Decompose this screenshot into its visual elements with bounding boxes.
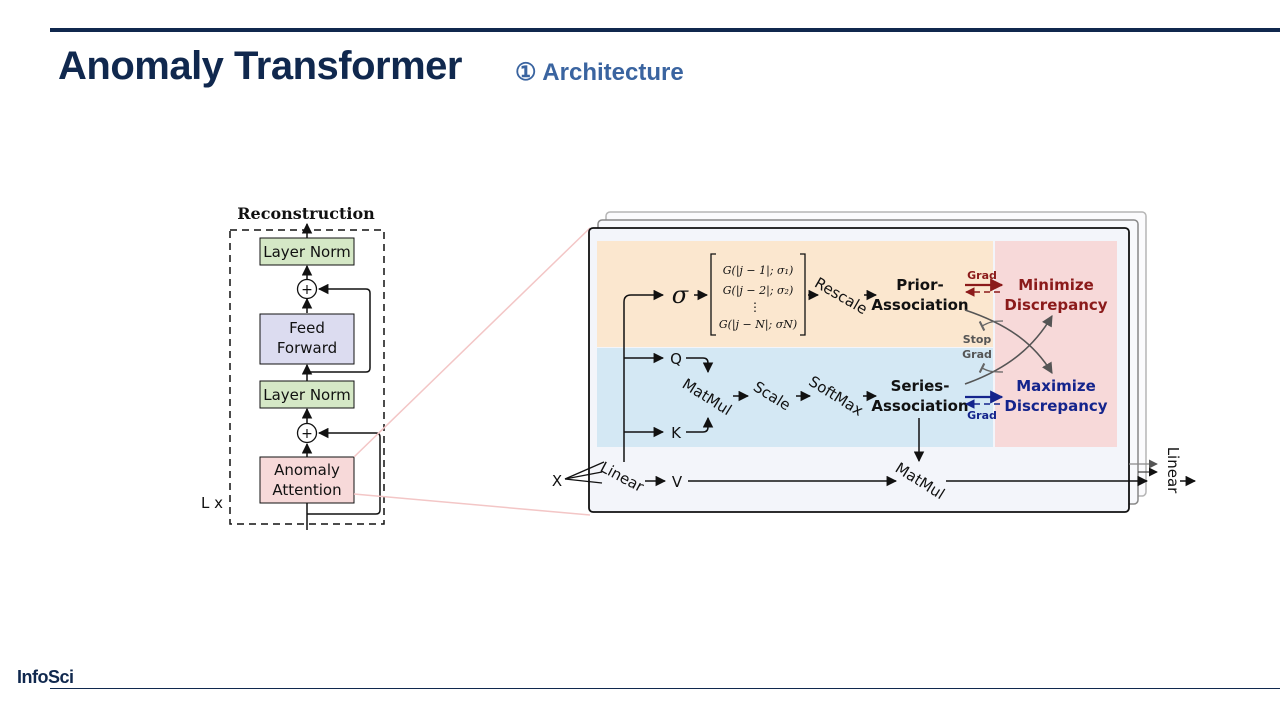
feed-forward-label-2: Forward (277, 339, 337, 357)
slide-title: Anomaly Transformer (58, 44, 462, 88)
attention-detail: X Linear σ G(|j − 1|; σ₁) G(|j − 2|; σ₂)… (552, 211, 1197, 513)
prior-association-label-2: Association (871, 296, 968, 314)
zoom-line-top (353, 227, 591, 458)
minimize-label-2: Discrepancy (1004, 296, 1107, 314)
layer-norm-top-label: Layer Norm (263, 243, 351, 261)
kernel-row-ellipsis: ⋮ (749, 300, 761, 314)
maximize-label-2: Discrepancy (1004, 397, 1107, 415)
stop-grad-tee-bottom (978, 362, 1004, 374)
kernel-left-bracket (710, 253, 716, 336)
q-label: Q (670, 350, 682, 368)
feed-forward-box (259, 313, 355, 365)
linear-out-label: Linear (1164, 447, 1182, 494)
slide-subtitle: ① Architecture (515, 59, 684, 86)
trunk-to-sigma (623, 289, 665, 462)
v-label: V (672, 473, 683, 491)
x-fan-line-3 (564, 478, 603, 484)
infosci-logo: InfoSci (17, 667, 74, 687)
series-to-minimize-curve (964, 315, 1053, 385)
anomaly-attention-label-2: Attention (272, 481, 341, 499)
maximize-label-1: Maximize (1016, 377, 1096, 395)
series-association-label-1: Series- (891, 377, 950, 395)
grad-bottom-label: Grad (967, 409, 997, 422)
stop-grad-label-1: Stop (963, 333, 992, 346)
footer-rule (50, 688, 1280, 689)
anomaly-attention-label-1: Anomaly (274, 461, 340, 479)
zoom-line-bottom (353, 493, 591, 516)
kernel-right-bracket (800, 253, 806, 336)
prior-association-label-1: Prior- (896, 276, 943, 294)
minimize-label-1: Minimize (1018, 276, 1094, 294)
add-symbol-top: + (301, 282, 313, 298)
kernel-row-2: G(|j − 2|; σ₂) (723, 284, 794, 298)
k-label: K (671, 424, 682, 442)
prior-band (597, 241, 993, 347)
layer-norm-bottom-label: Layer Norm (263, 386, 351, 404)
add-symbol-bottom: + (301, 426, 313, 442)
kernel-row-n: G(|j − N|; σN) (719, 318, 797, 332)
sigma-symbol: σ (672, 281, 689, 309)
kernel-row-1: G(|j − 1|; σ₁) (723, 264, 794, 278)
x-fan-line-1 (564, 461, 605, 480)
repeat-label: L x (201, 494, 223, 512)
prior-to-maximize-curve (964, 309, 1053, 374)
x-fan-line-2 (564, 471, 603, 480)
discrepancy-band (995, 241, 1117, 447)
encoder-block: Reconstruction L x Layer Norm + Feed For… (201, 204, 385, 530)
reconstruction-label: Reconstruction (237, 204, 375, 223)
layer-norm-top-box (259, 237, 355, 266)
feed-forward-label-1: Feed (289, 319, 325, 337)
stop-grad-tee-top (978, 320, 1004, 332)
series-association-label-2: Association (871, 397, 968, 415)
layer-norm-bottom-box (259, 380, 355, 409)
stop-grad-label-2: Grad (962, 348, 992, 361)
add-node-bottom (296, 422, 318, 444)
anomaly-attention-box (259, 456, 355, 504)
input-x-label: X (552, 472, 562, 490)
add-node-top (296, 278, 318, 300)
title-rule (50, 28, 1280, 32)
grad-top-label: Grad (967, 269, 997, 282)
